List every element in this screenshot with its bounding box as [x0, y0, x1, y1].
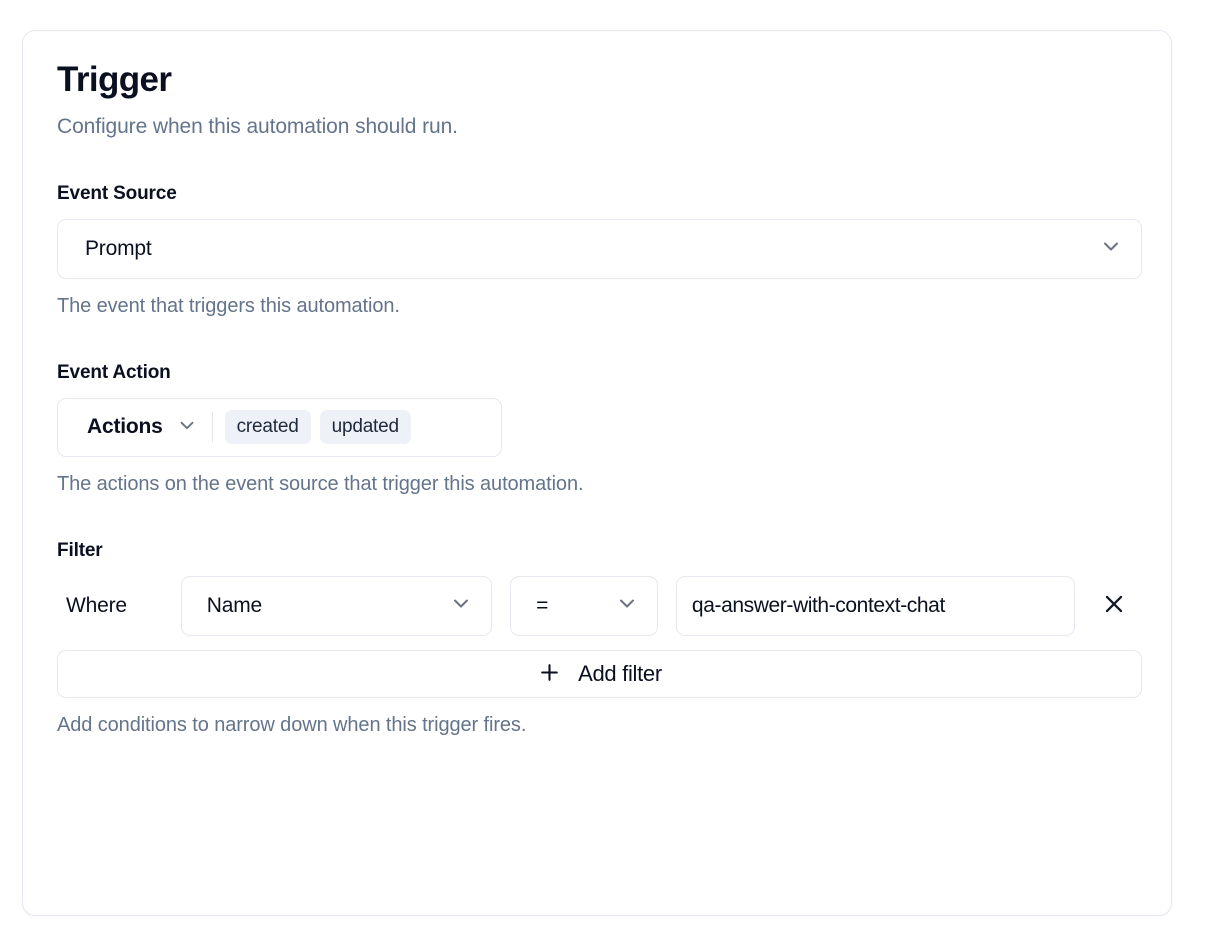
filter-row: Where Name =: [57, 575, 1137, 636]
filter-field-value: Name: [206, 593, 262, 617]
page-title: Trigger: [57, 60, 172, 99]
filter-operator-select[interactable]: =: [510, 575, 658, 636]
page-subtitle: Configure when this automation should ru…: [57, 114, 458, 138]
chevron-down-icon: [615, 591, 639, 620]
event-source-label: Event Source: [57, 182, 177, 204]
event-action-tag[interactable]: created: [224, 410, 311, 445]
filter-value-input[interactable]: [675, 575, 1076, 636]
event-action-tag[interactable]: updated: [319, 410, 411, 445]
event-source-help: The event that triggers this automation.: [57, 294, 400, 317]
event-action-dropdown-trigger[interactable]: Actions: [58, 399, 212, 456]
remove-filter-button[interactable]: [1091, 583, 1137, 629]
plus-icon: [537, 660, 562, 688]
event-action-multiselect[interactable]: Actions created updated: [57, 397, 502, 457]
where-label: Where: [66, 593, 127, 617]
add-filter-button[interactable]: Add filter: [57, 649, 1142, 698]
event-action-trigger-label: Actions: [87, 415, 163, 439]
add-filter-label: Add filter: [578, 660, 662, 686]
event-action-help: The actions on the event source that tri…: [57, 472, 584, 495]
chevron-down-icon: [1099, 234, 1123, 263]
divider: [211, 412, 213, 443]
event-action-tags: created updated: [224, 410, 411, 445]
filter-field: Filter Where Name =: [57, 539, 1142, 737]
filter-help: Add conditions to narrow down when this …: [57, 713, 527, 736]
filter-field-select[interactable]: Name: [180, 575, 493, 636]
close-icon: [1101, 591, 1127, 620]
event-source-value: Prompt: [85, 236, 152, 260]
filter-operator-value: =: [536, 593, 549, 617]
event-action-label: Event Action: [57, 361, 171, 383]
chevron-down-icon: [176, 414, 198, 441]
filter-label: Filter: [57, 539, 103, 561]
event-source-field: Event Source Prompt The event that trigg…: [57, 182, 1142, 318]
trigger-card: Trigger Configure when this automation s…: [22, 30, 1172, 916]
chevron-down-icon: [449, 591, 473, 620]
event-source-select[interactable]: Prompt: [57, 218, 1142, 279]
event-action-field: Event Action Actions created updated The: [57, 362, 1137, 496]
